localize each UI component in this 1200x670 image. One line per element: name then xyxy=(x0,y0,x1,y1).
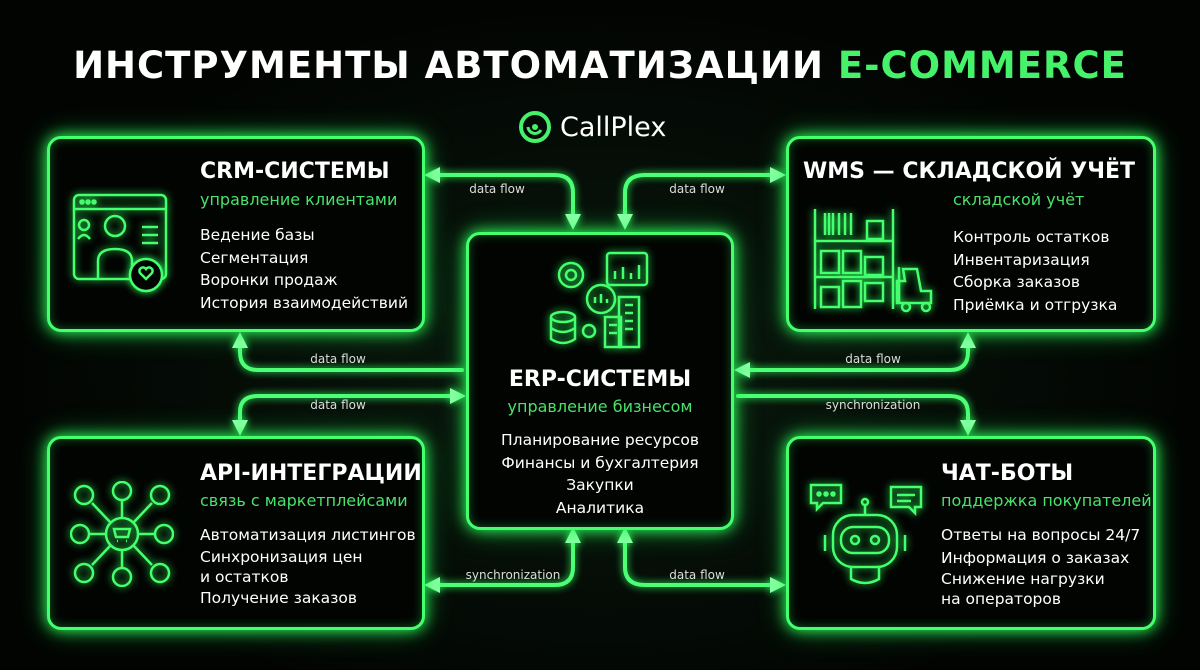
wms-subtitle: складской учёт xyxy=(953,190,1085,209)
wms-title: WMS — СКЛАДСКОЙ УЧЁТ xyxy=(803,159,1136,184)
list-item: Получение заказов xyxy=(200,588,358,607)
gears-database-buildings-icon xyxy=(549,251,649,349)
list-item: Информация о заказах xyxy=(941,548,1130,567)
callplex-logo: CallPlex xyxy=(518,110,666,144)
link-label: data flow xyxy=(669,182,725,196)
erp-title: ERP-СИСТЕМЫ xyxy=(508,367,692,392)
list-item: Снижение нагрузки xyxy=(941,570,1105,588)
crm-user-window-icon xyxy=(72,193,168,293)
api-title: API-ИНТЕГРАЦИИ xyxy=(200,461,422,486)
list-item: Воронки продаж xyxy=(200,271,338,289)
list-item: Сегментация xyxy=(200,248,309,267)
list-item: Приёмка и отгрузка xyxy=(953,295,1118,314)
chatbots-feature-list: Ответы на вопросы 24/7 Информация о зака… xyxy=(941,524,1140,609)
connector-crm-erp-top xyxy=(424,167,581,230)
list-item: Финансы и бухгалтерия xyxy=(501,453,699,472)
chatbots-title: ЧАТ-БОТЫ xyxy=(941,461,1074,486)
warehouse-forklift-icon xyxy=(813,209,933,313)
crm-title: CRM-СИСТЕМЫ xyxy=(200,159,390,184)
connector-wms-erp-top xyxy=(617,167,786,230)
list-item: Ведение базы xyxy=(200,226,315,244)
erp-feature-list: Планирование ресурсов Финансы и бухгалте… xyxy=(469,429,731,519)
list-item: Аналитика xyxy=(555,498,645,517)
list-item: Контроль остатков xyxy=(953,228,1110,246)
list-item: Планирование ресурсов xyxy=(501,431,699,449)
connector-erp-wms xyxy=(734,332,976,378)
connector-api-erp-bottom xyxy=(424,527,581,593)
api-feature-list: Автоматизация листингов Синхронизация це… xyxy=(200,524,416,609)
chatbots-card: ЧАТ-БОТЫ поддержка покупателей Ответы на… xyxy=(786,436,1156,630)
list-item: на операторов xyxy=(941,590,1062,608)
wms-feature-list: Контроль остатков Инвентаризация Сборка … xyxy=(953,226,1117,316)
wms-card: WMS — СКЛАДСКОЙ УЧЁТ складской учёт Конт… xyxy=(786,136,1156,332)
robot-chat-icon xyxy=(809,483,923,585)
list-item: Инвентаризация xyxy=(953,250,1090,269)
link-label: data flow xyxy=(310,352,366,366)
list-item: Закупки xyxy=(566,476,634,494)
api-card: API-ИНТЕГРАЦИИ связь с маркетплейсами Ав… xyxy=(47,436,425,630)
link-label: synchronization xyxy=(825,398,921,412)
erp-card: ERP-СИСТЕМЫ управление бизнесом Планиров… xyxy=(466,232,734,530)
list-item: Автоматизация листингов xyxy=(200,526,416,544)
link-label: data flow xyxy=(845,352,901,366)
list-item: Сборка заказов xyxy=(953,273,1080,291)
list-item: и остатков xyxy=(200,567,289,586)
link-label: data flow xyxy=(669,568,725,582)
page-title: ИНСТРУМЕНТЫ АВТОМАТИЗАЦИИ E-COMMERCE xyxy=(73,44,1127,87)
connector-erp-crm xyxy=(232,332,464,372)
list-item: Синхронизация цен xyxy=(200,547,363,566)
crm-card: CRM-СИСТЕМЫ управление клиентами Ведение… xyxy=(47,136,425,332)
connector-api-erp xyxy=(232,388,466,436)
erp-subtitle: управление бизнесом xyxy=(507,397,693,416)
link-label: data flow xyxy=(310,398,366,412)
connector-erp-chat xyxy=(736,394,976,436)
link-label: data flow xyxy=(469,182,525,196)
crm-feature-list: Ведение базы Сегментация Воронки продаж … xyxy=(200,224,408,314)
connector-chat-erp-bottom xyxy=(617,527,786,593)
api-subtitle: связь с маркетплейсами xyxy=(200,491,408,510)
link-label: synchronization xyxy=(465,568,561,582)
list-item: Ответы на вопросы 24/7 xyxy=(941,526,1141,544)
list-item: История взаимодействий xyxy=(200,293,409,312)
marketplace-network-icon xyxy=(70,481,174,587)
crm-subtitle: управление клиентами xyxy=(200,190,398,209)
chatbots-subtitle: поддержка покупателей xyxy=(941,491,1152,510)
callplex-logo-icon xyxy=(519,111,551,143)
